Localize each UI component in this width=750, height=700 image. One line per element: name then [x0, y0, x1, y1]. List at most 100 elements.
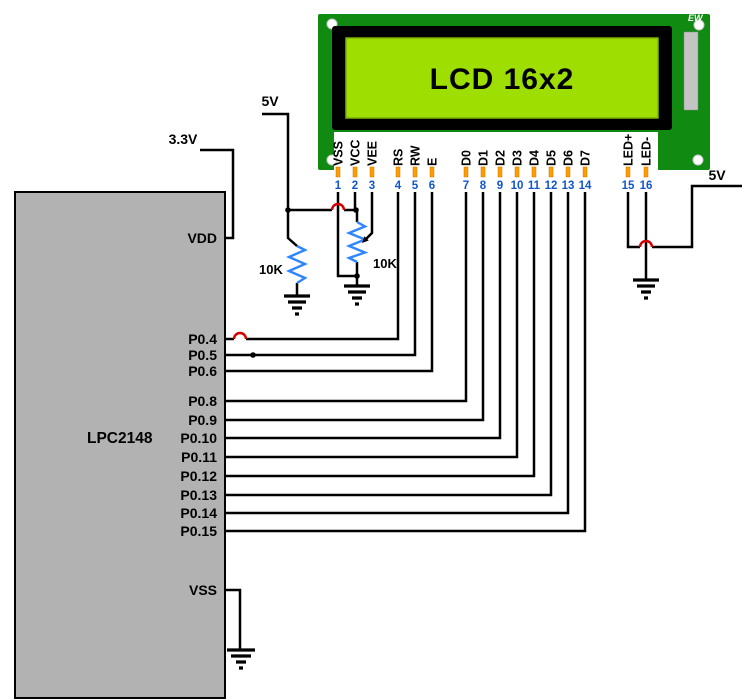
junction-dot	[285, 207, 291, 213]
mcu-pin-label: P0.8	[188, 393, 217, 409]
lcd-pin-number: 7	[463, 180, 469, 192]
mcu-pin-label: P0.12	[180, 468, 217, 484]
lcd-pin-stub	[531, 166, 537, 178]
wire-jump	[232, 331, 248, 340]
lcd-pin-number: 13	[562, 180, 575, 192]
lcd-pin-stub	[565, 166, 571, 178]
lcd-pin-number: 6	[429, 180, 435, 192]
wire-d1-p09	[225, 192, 485, 422]
lcd-pin-stub	[335, 166, 341, 178]
mcu-pin-label: P0.6	[188, 363, 217, 379]
lcd-pin-number: 1	[335, 180, 342, 192]
lcd-pin-stub	[548, 166, 554, 178]
resistor-value-label: 10K	[259, 262, 283, 277]
lcd-pin-stub	[582, 166, 588, 178]
wire-lcd-vee-wiper	[365, 192, 374, 240]
lcd-screen-text: LCD 16x2	[430, 63, 575, 96]
mcu: LPC2148 VDD P0.4 P0.5 P0.6 P0.8 P0.9 P0.…	[14, 191, 226, 699]
supply-5v-top-label: 5V	[261, 93, 279, 109]
wire-d2-p010	[225, 192, 502, 440]
wire-d3-p011	[225, 192, 519, 459]
lcd-pin-name: VSS	[332, 141, 346, 166]
lcd-connector-strip	[683, 31, 699, 111]
lcd-pin-stub	[352, 166, 358, 178]
lcd-pin-name: D4	[528, 150, 542, 166]
mcu-body	[14, 191, 226, 699]
lcd-pin-stub	[625, 166, 631, 178]
lcd-pin-stub	[497, 166, 503, 178]
lcd-pin-number: 2	[352, 180, 358, 192]
wire-ledplus-5v	[626, 184, 742, 249]
wire-resistor-leads	[286, 210, 299, 296]
lcd-pin-number: 4	[395, 180, 402, 192]
supply-5v-backlight-label: 5V	[708, 167, 726, 183]
wire-jump	[330, 202, 346, 211]
wires	[200, 112, 742, 650]
wire-e-p06	[225, 192, 434, 373]
lcd-pin-name: E	[426, 158, 440, 166]
lcd-pin-stub	[429, 166, 435, 178]
wire-d4-p012	[225, 192, 536, 478]
mcu-pin-label: P0.9	[188, 412, 217, 428]
lcd-pin-name: LED-	[640, 137, 654, 166]
mcu-pin-label: P0.4	[188, 331, 217, 347]
ground-symbol	[284, 294, 310, 316]
resistor-10k-zigzag	[286, 244, 308, 285]
lcd-pin-stub	[463, 166, 469, 178]
lcd-pin-number: 8	[480, 180, 487, 192]
lcd-pin-name: RS	[392, 149, 406, 166]
wire-d5-p013	[225, 192, 553, 497]
lcd-pin-stub	[480, 166, 486, 178]
mcu-pin-label: VDD	[187, 230, 217, 246]
lcd-pin-name: D7	[579, 150, 593, 166]
lcd-pin-name: D6	[562, 150, 576, 166]
mcu-name: LPC2148	[87, 430, 153, 447]
wire-3v3-to-vdd	[200, 148, 235, 240]
lcd-pin-stub	[643, 166, 649, 178]
wire-mcu-vss-gnd	[225, 588, 242, 650]
lcd-pin-name: VEE	[366, 141, 380, 166]
mcu-pin-label: P0.5	[188, 347, 217, 363]
lcd-pin-stub	[514, 166, 520, 178]
lcd-pin-name: D2	[494, 150, 508, 166]
potentiometer-wiper-arrow	[362, 236, 369, 243]
lcd-screen	[345, 37, 659, 119]
junction-dot	[250, 352, 256, 358]
mcu-pin-label: P0.13	[180, 487, 217, 503]
mcu-pin-label: VSS	[189, 582, 217, 598]
lcd-pin-name: RW	[409, 145, 423, 166]
lcd-pin-label-area	[334, 132, 658, 170]
lcd-pin-name: D0	[460, 150, 474, 166]
mounting-hole	[692, 154, 704, 166]
lcd-pin-number: 14	[579, 180, 592, 192]
potentiometer-10k-zigzag	[345, 220, 369, 264]
mcu-pin-label: P0.10	[180, 430, 217, 446]
lcd-module: LCD 16x2 EW VSS VCC VEE RS RW E D0 D1 D2…	[318, 13, 710, 192]
mcu-pin-label: P0.15	[180, 523, 217, 539]
lcd-pin-name: LED+	[622, 134, 636, 166]
mcu-pin-label: P0.11	[181, 449, 217, 465]
potentiometer-value-label: 10K	[373, 256, 397, 271]
wire-d0-p08	[225, 192, 468, 403]
mounting-hole	[326, 154, 338, 166]
lcd-pin-number: 16	[640, 180, 653, 192]
wire-jump	[638, 239, 654, 248]
lcd-pin-number: 12	[545, 180, 558, 192]
wire-rw-p05	[225, 192, 417, 357]
lcd-pin-stub	[412, 166, 418, 178]
ground-symbol	[344, 284, 370, 306]
wire-rs-p04	[225, 192, 400, 341]
lcd-pin-name: D5	[545, 150, 559, 166]
lcd-pin-number: 5	[412, 180, 419, 192]
lcd-pin-stub	[369, 166, 375, 178]
ground-symbol	[633, 278, 659, 300]
lcd-pin-name: VCC	[349, 140, 363, 166]
lcd-pin-number: 15	[622, 180, 635, 192]
lcd-pin-number: 11	[528, 180, 541, 192]
wire-d6-p014	[225, 192, 570, 515]
brand-mark: EW	[688, 13, 704, 23]
lcd-pin-number: 3	[369, 180, 375, 192]
junction-dot	[354, 273, 360, 279]
